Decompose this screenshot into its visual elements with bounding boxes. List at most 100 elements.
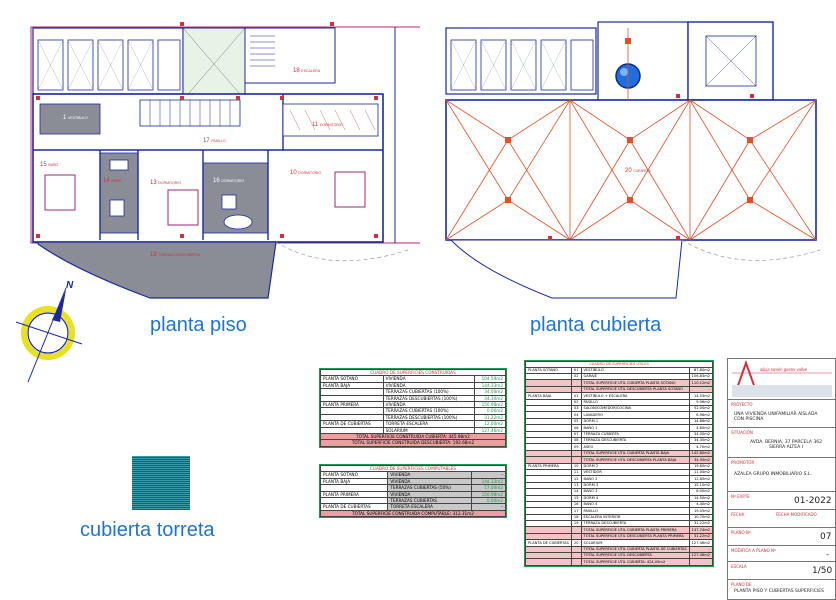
planta-cubierta-plan <box>445 21 821 299</box>
room-num: 14 <box>103 178 110 184</box>
table-cell: 9.06m2 <box>688 398 714 407</box>
room-num: 20 <box>625 168 632 174</box>
tb-fecha-mod-heading: FECHA MODIFICADO <box>776 512 817 517</box>
tb-situacion: SITUACIÓN AVDA. BERNIA, 37 PARCELA 362 S… <box>728 427 835 458</box>
tb-escala: ESCALA 1/50 <box>728 561 835 580</box>
table-cell: TOTAL SUPERFICIE UTIL CUBIERTA PLANTA SO… <box>580 379 690 387</box>
table-cell: PLANTA BAJA <box>525 392 572 400</box>
tb-proyecto-heading: PROYECTO <box>731 402 753 407</box>
table-cell: 127.46m2 <box>473 426 507 435</box>
table-cell: 14.86m2 <box>688 417 714 426</box>
table-cell: 17.00m2 <box>471 484 506 492</box>
studio-logo: alicia ramón gestor vallve <box>728 359 835 399</box>
table-cell: 150.98m2 <box>471 490 506 499</box>
table-cell <box>525 443 572 451</box>
table-row: TOTAL SUPERFICIE UTIL CUBIERTA PLANTA BA… <box>525 449 714 458</box>
table-cell: PLANTA SOTANO <box>525 366 572 375</box>
table-cell: TOTAL SUPERFICIE UTIL DESCUBIERTA PLANTA… <box>580 385 690 394</box>
table-cell: TOTAL SUPERFICIE UTIL CUBIERTA PLANTA PR… <box>580 526 690 534</box>
table-cell: 34.00m2 <box>473 388 507 396</box>
tb-situacion-heading: SITUACIÓN <box>731 430 753 435</box>
room-num: 17 <box>203 138 210 144</box>
logo-icon <box>732 360 832 397</box>
table-row: TOTAL SUPERFICIE UTIL DESCUBIERTA PLANTA… <box>525 456 714 464</box>
table-cell: TOTAL SUPERFICIE UTIL CUBIERTA: 424.09m2 <box>580 558 690 566</box>
table-cell: - <box>688 385 714 394</box>
room-name: BAÑO <box>111 179 122 183</box>
cuadro-computables: CUADRO DE SUPERFICIES COMPUTABLES PLANTA… <box>319 464 507 519</box>
table-cell: 12.00m2 <box>473 420 507 428</box>
table-title: CUADRO DE SUPERFICIES CONSTRUIDAS <box>320 368 506 377</box>
room-name: DORMITORIO <box>158 181 182 185</box>
table-cell <box>525 385 572 394</box>
table-cell: 6.96m2 <box>688 411 714 419</box>
table-cell <box>525 430 572 439</box>
table-cell: TOTAL SUPERFICIE UTIL DESCUBIERTA PLANTA… <box>580 456 690 464</box>
table-total: TOTAL SUPERFICIE CONSTRUIDA CUBIERTA: 44… <box>320 433 506 441</box>
table-cell <box>525 494 572 502</box>
table-cell: 104.59m2 <box>473 375 507 383</box>
table-cell: 14.55m2 <box>688 392 714 400</box>
table-cell: PLANTA SOTANO <box>319 471 389 479</box>
table-cell <box>525 449 572 458</box>
table-row: TOTAL SUPERFICIE UTIL CUBIERTA: 424.09m2 <box>525 558 714 566</box>
table-cell: 14.50m2 <box>688 494 714 502</box>
table-cell <box>525 500 572 509</box>
tb-modifica-value: - <box>826 550 829 559</box>
table-cell: 34.30m2 <box>688 456 714 464</box>
table-cell <box>525 481 572 490</box>
table-cell <box>525 373 572 381</box>
table-total: TOTAL SUPERFICIE CONSTRUIDA DESCUBIERTA:… <box>320 439 506 447</box>
table-cell <box>570 558 582 566</box>
table-cell <box>525 558 572 566</box>
table-cell: 11.00m2 <box>688 468 714 477</box>
tb-escala-heading: ESCALA <box>731 564 747 569</box>
tb-expte-value: 01-2022 <box>794 496 832 506</box>
title-planta-piso: planta piso <box>150 314 247 336</box>
room-label-17: 17 PASILLO <box>203 138 226 144</box>
table-cell <box>525 468 572 477</box>
table-cell: TERRAZAS CUBIERTAS (50%) <box>387 484 473 492</box>
table-cell: 4.40m2 <box>688 500 714 509</box>
table-cell: 19.80m2 <box>688 462 714 470</box>
room-name: PASILLO <box>211 139 226 143</box>
table-cell <box>525 436 572 445</box>
table-cell <box>525 417 572 426</box>
planta-piso-plan <box>30 22 420 299</box>
table-cell: 34.00m2 <box>688 430 714 439</box>
tb-expte: Nº EXPTE 01-2022 <box>728 491 835 510</box>
room-name: TERRAZA DESCUBIERTA <box>158 253 201 257</box>
table-cell: PLANTA DE CUBIERTAS <box>319 503 389 511</box>
table-cell: 0.00m2 <box>471 496 506 505</box>
table-cell: 106.83m2 <box>688 373 714 381</box>
room-label-1: 1 VESTIBULO <box>63 115 88 121</box>
tb-modifica: MODIFICA A PLANO Nº - <box>728 545 835 562</box>
room-name: DORMITORIO <box>298 171 322 175</box>
room-name: DORMITORIO <box>221 179 245 183</box>
torreta-roof-swatch <box>132 456 190 510</box>
table-row: TOTAL SUPERFICIE UTIL DESCUBIERTA PLANTA… <box>525 385 714 394</box>
room-label-11: 11 DORMITORIO <box>312 122 343 128</box>
title-planta-cubierta: planta cubierta <box>530 314 662 336</box>
tb-escala-value: 1/50 <box>812 566 833 576</box>
table-cell <box>525 424 572 432</box>
tb-fecha-heading: FECHA <box>731 512 745 517</box>
room-num: 10 <box>290 170 297 176</box>
tb-plano-de-heading: PLANO DE <box>731 582 752 587</box>
table-cell: 127.46m2 <box>688 551 714 560</box>
table-cell <box>525 488 572 496</box>
table-cell: TOTAL SUPERFICIE UTIL CUBIERTA PLANTA DE… <box>580 545 690 554</box>
